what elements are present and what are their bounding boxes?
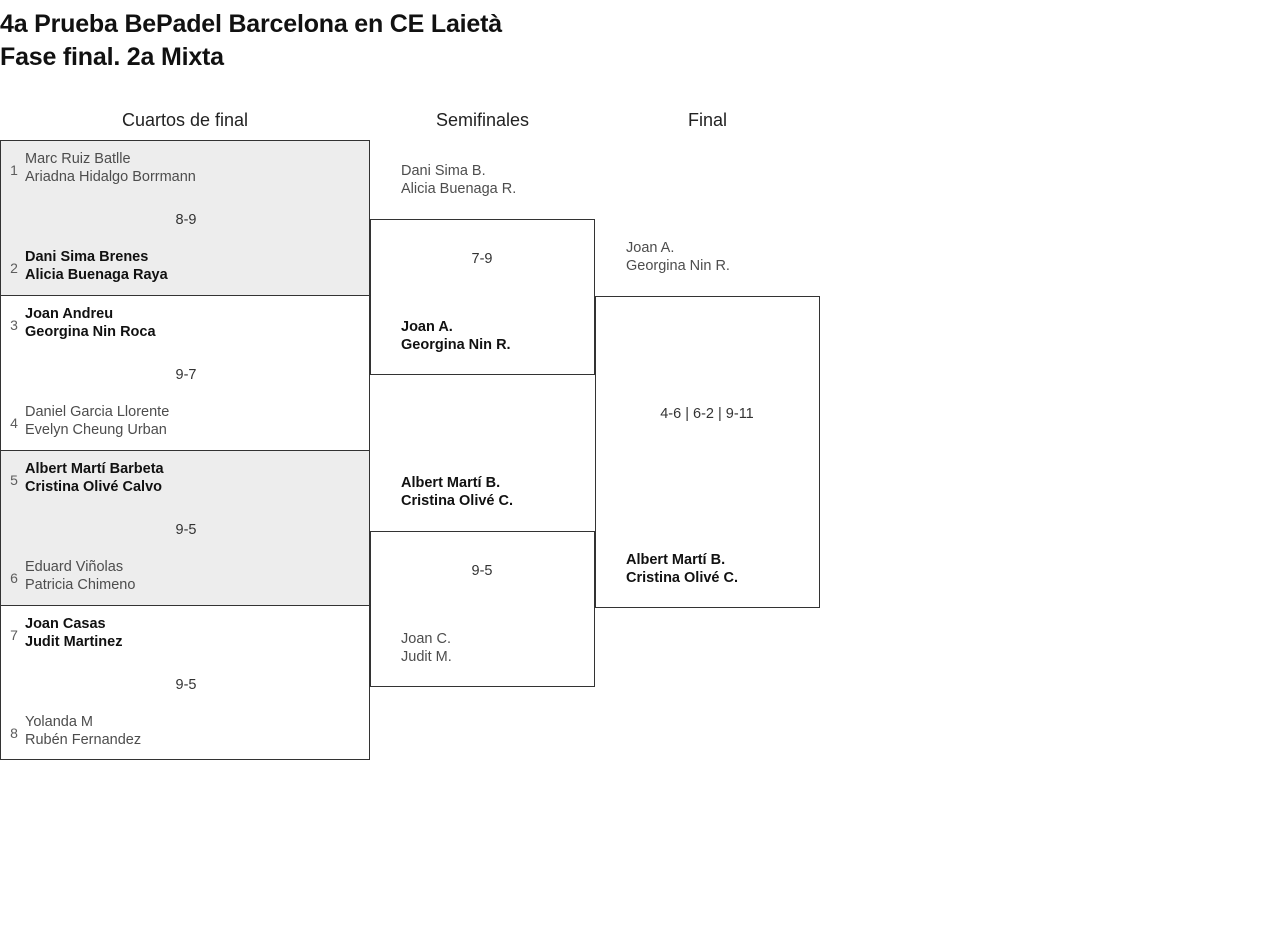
page-title: 4a Prueba BePadel Barcelona en CE Laietà…: [0, 8, 900, 74]
player-name: Cristina Olivé Calvo: [25, 479, 162, 495]
player-name: Patricia Chimeno: [25, 577, 136, 593]
match-score: 9-7: [175, 367, 197, 383]
player-name: Joan C.: [401, 631, 451, 647]
match-team-bottom[interactable]: 4 Daniel Garcia Llorente Evelyn Cheung U…: [1, 403, 361, 443]
seed-number: 2: [10, 260, 18, 276]
player-name: Judit M.: [401, 649, 452, 665]
match-team-top[interactable]: 5 Albert Martí Barbeta Cristina Olivé Ca…: [1, 460, 361, 500]
final-match[interactable]: Joan A. Georgina Nin R. 4-6 | 6-2 | 9-11…: [595, 240, 820, 608]
player-name: Judit Martinez: [25, 634, 123, 650]
match-team-top[interactable]: 3 Joan Andreu Georgina Nin Roca: [1, 305, 361, 345]
match-score: 4-6 | 6-2 | 9-11: [660, 406, 754, 422]
tournament-name: 4a Prueba BePadel Barcelona en CE Laietà: [0, 10, 502, 38]
match-score: 9-5: [175, 677, 197, 693]
player-name: Ariadna Hidalgo Borrmann: [25, 169, 196, 185]
player-name: Georgina Nin R.: [401, 337, 511, 353]
player-name: Yolanda M: [25, 714, 93, 730]
seed-number: 8: [10, 725, 18, 741]
match-team-top[interactable]: 7 Joan Casas Judit Martinez: [1, 615, 361, 655]
player-name: Eduard Viñolas: [25, 559, 124, 575]
team-players: Joan A. Georgina Nin R.: [401, 318, 511, 354]
match-score: 9-5: [471, 563, 493, 579]
match-score: 9-5: [175, 522, 197, 538]
round-header-quarterfinals: Cuartos de final: [121, 110, 249, 130]
player-name: Joan A.: [626, 240, 675, 256]
tournament-phase: Fase final. 2a Mixta: [0, 43, 224, 71]
seed-number: 6: [10, 570, 18, 586]
match-score: 8-9: [175, 212, 197, 228]
player-name: Dani Sima B.: [401, 163, 486, 179]
team-players: Dani Sima Brenes Alicia Buenaga Raya: [25, 248, 168, 284]
match-team-top[interactable]: 1 Marc Ruiz Batlle Ariadna Hidalgo Borrm…: [1, 150, 361, 190]
player-name: Georgina Nin Roca: [25, 324, 156, 340]
round-header-semifinals: Semifinales: [435, 110, 530, 130]
player-name: Albert Martí B.: [401, 475, 501, 491]
player-name: Georgina Nin R.: [626, 258, 730, 274]
match-team-bottom[interactable]: 8 Yolanda M Rubén Fernandez: [1, 713, 361, 753]
player-name: Rubén Fernandez: [25, 732, 142, 748]
seed-number: 3: [10, 317, 18, 333]
match-score: 7-9: [471, 251, 493, 267]
round-header-final: Final: [687, 110, 727, 130]
quarterfinal-match-4[interactable]: 7 Joan Casas Judit Martinez 9-5 8 Yoland…: [0, 605, 370, 760]
team-players: Albert Martí B. Cristina Olivé C.: [401, 474, 513, 510]
player-name: Evelyn Cheung Urban: [25, 422, 167, 438]
seed-number: 1: [10, 162, 18, 178]
player-name: Albert Martí Barbeta: [25, 461, 164, 477]
team-players: Dani Sima B. Alicia Buenaga R.: [401, 162, 516, 198]
seed-number: 5: [10, 472, 18, 488]
team-players: Eduard Viñolas Patricia Chimeno: [25, 558, 135, 594]
team-players: Albert Martí Barbeta Cristina Olivé Calv…: [25, 460, 164, 496]
player-name: Alicia Buenaga R.: [401, 181, 517, 197]
player-name: Marc Ruiz Batlle: [25, 151, 131, 167]
player-name: Alicia Buenaga Raya: [25, 267, 168, 283]
team-players: Albert Martí B. Cristina Olivé C.: [626, 551, 738, 587]
team-players: Marc Ruiz Batlle Ariadna Hidalgo Borrman…: [25, 150, 196, 186]
player-name: Joan Casas: [25, 616, 106, 632]
player-name: Cristina Olivé C.: [626, 570, 739, 586]
team-players: Joan C. Judit M.: [401, 630, 452, 666]
player-name: Dani Sima Brenes: [25, 249, 149, 265]
player-name: Daniel Garcia Llorente: [25, 404, 170, 420]
player-name: Joan A.: [401, 319, 453, 335]
team-players: Joan A. Georgina Nin R.: [626, 239, 730, 275]
match-team-bottom[interactable]: 6 Eduard Viñolas Patricia Chimeno: [1, 558, 361, 598]
quarterfinal-match-2[interactable]: 3 Joan Andreu Georgina Nin Roca 9-7 4 Da…: [0, 295, 370, 450]
player-name: Joan Andreu: [25, 306, 114, 322]
player-name: Albert Martí B.: [626, 552, 726, 568]
semifinal-match-2[interactable]: Albert Martí B. Cristina Olivé C. 9-5 Jo…: [370, 475, 595, 687]
match-team-bottom[interactable]: 2 Dani Sima Brenes Alicia Buenaga Raya: [1, 248, 361, 288]
player-name: Cristina Olivé C.: [401, 493, 514, 509]
team-players: Yolanda M Rubén Fernandez: [25, 713, 141, 749]
team-players: Joan Casas Judit Martinez: [25, 615, 122, 651]
quarterfinal-match-3[interactable]: 5 Albert Martí Barbeta Cristina Olivé Ca…: [0, 450, 370, 605]
team-players: Daniel Garcia Llorente Evelyn Cheung Urb…: [25, 403, 169, 439]
quarterfinal-match-1[interactable]: 1 Marc Ruiz Batlle Ariadna Hidalgo Borrm…: [0, 140, 370, 295]
seed-number: 7: [10, 627, 18, 643]
semifinal-match-1[interactable]: Dani Sima B. Alicia Buenaga R. 7-9 Joan …: [370, 163, 595, 375]
team-players: Joan Andreu Georgina Nin Roca: [25, 305, 156, 341]
seed-number: 4: [10, 415, 18, 431]
